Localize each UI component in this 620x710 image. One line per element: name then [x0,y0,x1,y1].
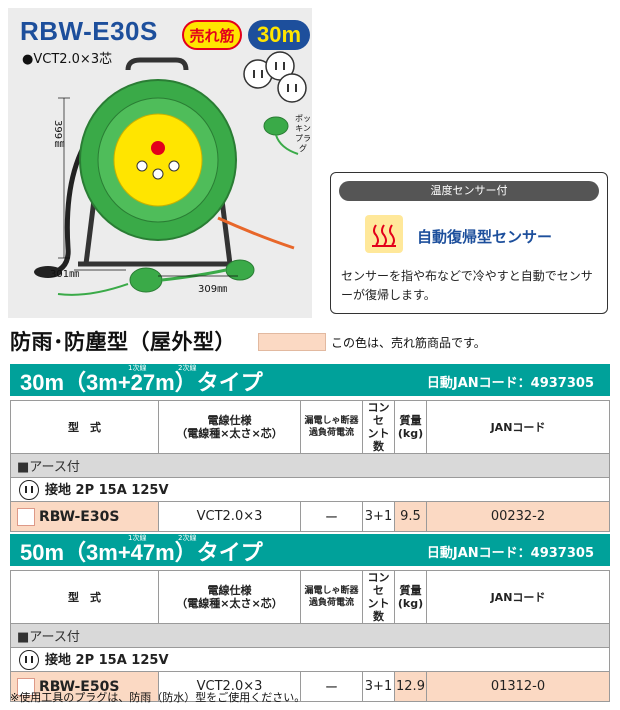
header-weight: 質量(kg) [394,570,427,624]
type-bar-50m: 50m（3m+47m）タイプ 1次線 2次線 日動JANコード：4937305 [10,534,610,566]
outlets-cell: 3+1 [362,671,395,702]
header-jan: JANコード [426,400,610,454]
group-earth: ■アース付 [10,453,610,478]
secondary-wire-note: 2次線 [178,534,197,542]
header-model: 型 式 [10,570,159,624]
cord-reel-illustration [34,51,307,296]
type-title: 50m（3m+47m）タイプ [20,540,263,565]
header-breaker: 漏電しゃ断器過負荷電流 [300,570,363,624]
header-model: 型 式 [10,400,159,454]
spec-table-50m: 型 式 電線仕様（電線種×太さ×芯） 漏電しゃ断器過負荷電流 コンセント数 質量… [10,570,610,702]
weight-cell: 9.5 [394,501,427,532]
sensor-mark-icon [17,507,35,526]
section-title: 防雨･防塵型（屋外型） [10,330,236,354]
breaker-cell: ー [300,501,363,532]
model-cell: RBW-E30S [10,501,159,532]
pokkin-plug-label: ポッキンプラグ [295,114,311,153]
grounded-plug-icon [19,650,39,671]
group-earth: ■アース付 [10,623,610,648]
jan-cell: 01312-0 [426,671,610,702]
table-row: RBW-E50S VCT2.0×3 ー 3+1 12.9 01312-0 [10,671,610,702]
header-outlets: コンセント数 [362,400,395,454]
plug-spec: 接地 2P 15A 125V [10,477,610,502]
breaker-cell: ー [300,671,363,702]
best-seller-color-swatch [258,333,326,351]
length-badge: 30m [248,20,310,50]
sensor-header: 温度センサー付 [339,181,599,201]
dimension-height: 399㎜ [52,120,63,150]
type-bar-30m: 30m（3m+27m）タイプ 1次線 2次線 日動JANコード：4937305 [10,364,610,396]
sensor-description: センサーを指や布などで冷やすと自動でセンサーが復帰します。 [341,269,593,302]
plug-spec: 接地 2P 15A 125V [10,647,610,672]
footnote: ※使用工具のプラグは、防雨（防水）型をご使用ください。 [10,691,306,704]
color-legend-text: この色は、売れ筋商品です。 [331,336,486,350]
product-photo-panel: RBW-E30S 売れ筋 30m ●VCT2.0×3芯 [8,8,312,318]
model-cell: RBW-E50S [10,671,159,702]
primary-wire-note: 1次線 [128,364,147,372]
sensor-title: 自動復帰型センサー [417,228,553,246]
product-model-title: RBW-E30S [20,16,158,46]
table-row: RBW-E30S VCT2.0×3 ー 3+1 9.5 00232-2 [10,501,610,532]
type-title: 30m（3m+27m）タイプ [20,370,263,395]
header-wire-spec: 電線仕様（電線種×太さ×芯） [158,570,301,624]
dimension-depth: 301㎜ [50,269,80,280]
dimension-width: 309㎜ [198,284,228,295]
secondary-wire-note: 2次線 [178,364,197,372]
header-outlets: コンセント数 [362,570,395,624]
wire-cell: VCT2.0×3 [158,671,301,702]
spec-table-30m: 型 式 電線仕様（電線種×太さ×芯） 漏電しゃ断器過負荷電流 コンセント数 質量… [10,400,610,532]
sensor-mark-icon [17,677,35,696]
cable-spec: ●VCT2.0×3芯 [22,52,113,67]
best-seller-badge: 売れ筋 [182,20,242,50]
jan-cell: 00232-2 [426,501,610,532]
jan-prefix: 日動JANコード：4937305 [426,546,594,561]
jan-prefix: 日動JANコード：4937305 [426,376,594,391]
primary-wire-note: 1次線 [128,534,147,542]
outlets-cell: 3+1 [362,501,395,532]
header-breaker: 漏電しゃ断器過負荷電流 [300,400,363,454]
wire-cell: VCT2.0×3 [158,501,301,532]
header-weight: 質量(kg) [394,400,427,454]
header-jan: JANコード [426,570,610,624]
header-wire-spec: 電線仕様（電線種×太さ×芯） [158,400,301,454]
weight-cell: 12.9 [394,671,427,702]
heat-sensor-icon [365,215,403,253]
temperature-sensor-box: 温度センサー付 自動復帰型センサー センサーを指や布などで冷やすと自動でセンサー… [330,172,608,314]
grounded-plug-icon [19,480,39,501]
